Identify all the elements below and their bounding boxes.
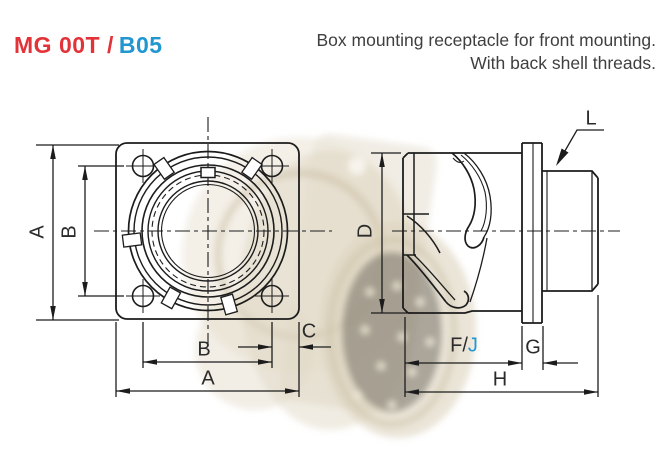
dim-label-h: H — [492, 368, 508, 391]
dim-label-l: L — [585, 107, 597, 130]
flange-side — [521, 142, 543, 324]
part-series-label: MG 00T / — [14, 32, 114, 58]
side-view-dimensions — [371, 152, 599, 397]
dim-label-f: F/ — [450, 334, 468, 357]
ghost-pins — [354, 282, 434, 409]
thread-callout-leader — [556, 129, 604, 166]
front-dimension-arrows — [50, 145, 313, 394]
dim-label-j: J — [467, 334, 478, 357]
dim-label-d: D — [354, 223, 377, 239]
product-description: Box mounting receptacle for front mounti… — [317, 29, 657, 75]
part-number-title: MG 00T /B05 — [14, 32, 163, 59]
side-dimension-arrows — [379, 153, 598, 395]
ghost-photo-side — [320, 222, 476, 438]
front-view-dimensions — [36, 144, 331, 397]
dim-label-b-horizontal: B — [197, 338, 211, 361]
polarizing-key — [200, 166, 216, 179]
description-line-1: Box mounting receptacle for front mounti… — [316, 30, 657, 50]
shell-lip-details — [403, 153, 441, 256]
back-shell-thread — [542, 170, 599, 292]
side-view — [392, 129, 620, 324]
bayonet-ramp-curves — [406, 152, 492, 309]
bayonet-tabs — [121, 156, 263, 316]
dim-label-a-horizontal: A — [201, 367, 215, 390]
dim-label-fj: F/J — [450, 335, 478, 358]
dim-label-a-vertical: A — [26, 225, 49, 239]
mounting-flange-outline — [115, 142, 300, 320]
front-view — [94, 117, 332, 346]
part-variant-label: B05 — [118, 32, 163, 58]
dim-label-g: G — [525, 336, 541, 359]
dim-label-b-vertical: B — [58, 225, 81, 239]
dim-label-c: C — [301, 320, 317, 343]
description-line-2: With back shell threads. — [470, 53, 656, 73]
